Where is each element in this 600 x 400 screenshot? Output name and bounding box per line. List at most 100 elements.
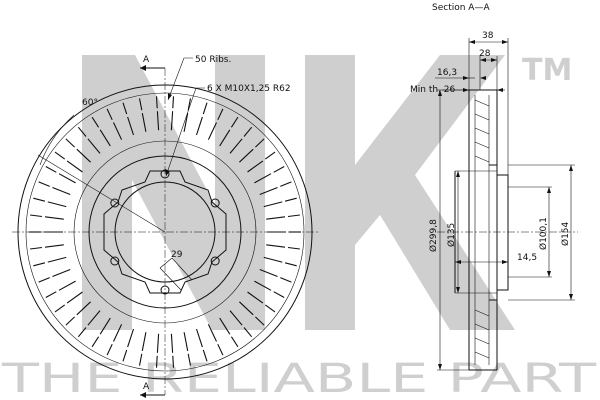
rib [44, 244, 64, 248]
angle-label: 60° [82, 98, 98, 108]
rib [30, 214, 43, 218]
rib [202, 102, 208, 115]
bolt-hole [210, 198, 220, 208]
dim-width-16: 16,3 [435, 68, 486, 80]
rib [239, 148, 254, 163]
watermark-trademark: TM [522, 53, 572, 88]
svg-text:Ø135: Ø135 [446, 223, 457, 247]
rib [217, 343, 224, 356]
rib [141, 332, 147, 352]
bolts-label: 6 X M10X1,25 R62 [207, 84, 291, 94]
rib [47, 201, 67, 208]
rib [76, 148, 91, 163]
rib [255, 316, 265, 326]
rib [284, 262, 297, 267]
rib [156, 333, 160, 353]
hub-profile [103, 170, 227, 294]
svg-text:Ø100,1: Ø100,1 [538, 217, 549, 250]
rib [106, 343, 113, 356]
dim-width-28: 28 [479, 49, 497, 62]
rib [219, 317, 231, 335]
hub-dimension-label: 29 [171, 250, 183, 260]
svg-text:Ø299,8: Ø299,8 [428, 219, 439, 252]
vent-channel [474, 309, 490, 317]
svg-text:Min th. 26: Min th. 26 [410, 85, 456, 95]
rib [58, 173, 76, 184]
rib [259, 268, 278, 278]
rib [187, 353, 192, 366]
rib [33, 262, 46, 267]
dim-overall-width: 38 [469, 31, 508, 44]
rib [122, 349, 128, 362]
rib [65, 316, 75, 326]
rib [77, 126, 87, 137]
rib [52, 186, 71, 196]
rib [33, 197, 46, 202]
rib [247, 291, 264, 304]
front-view: A A 60° 50 Ribs. 6 X M10X1,25 R62 [12, 55, 320, 398]
svg-text:Ø154: Ø154 [560, 221, 571, 246]
rib [187, 98, 192, 111]
rib [195, 328, 203, 348]
section-vent-channels [474, 99, 490, 359]
rib [247, 160, 264, 173]
rib [183, 332, 189, 352]
vent-channel [474, 127, 490, 135]
rib [287, 246, 300, 250]
rib [155, 96, 158, 109]
vent-channel [474, 351, 490, 359]
rib [266, 244, 286, 248]
rib [202, 349, 208, 362]
rib [65, 138, 75, 148]
rib [170, 111, 174, 131]
rib [54, 304, 66, 313]
rib [77, 327, 87, 338]
rib [87, 310, 101, 326]
section-view: Section A—A 38 [410, 3, 578, 371]
rib [99, 317, 111, 335]
rib [183, 112, 189, 132]
rib [76, 301, 91, 316]
rib [91, 116, 100, 128]
rib [66, 291, 83, 304]
rib [138, 98, 143, 111]
rib [254, 280, 272, 291]
rib [273, 291, 285, 298]
rib [207, 324, 217, 342]
rib [66, 160, 83, 173]
rib [217, 108, 224, 121]
rib [229, 138, 243, 154]
rib [207, 122, 217, 140]
watermark-tagline: THE RELIABLE PART [0, 356, 596, 400]
rib [99, 129, 111, 147]
section-hat-top [489, 164, 509, 301]
rib [54, 151, 66, 160]
vent-channel [474, 323, 490, 331]
rib [254, 173, 272, 184]
rib [91, 336, 100, 348]
bolt-hole [110, 256, 120, 266]
ribs-callout: 50 Ribs. [167, 55, 231, 101]
svg-text:28: 28 [479, 49, 491, 59]
rib [195, 116, 203, 136]
rib [230, 336, 239, 348]
rib [230, 116, 239, 128]
section-title: Section A—A [432, 3, 490, 13]
rib [243, 327, 253, 338]
dim-diameter-100: Ø100,1 [508, 186, 552, 278]
rib [113, 122, 123, 140]
rib [280, 181, 292, 187]
rib [52, 268, 71, 278]
rib [266, 216, 286, 220]
bolt-hole [210, 256, 220, 266]
vent-channel [474, 113, 490, 121]
svg-text:A: A [143, 382, 150, 392]
rib [255, 138, 265, 148]
bolt-hole [110, 198, 120, 208]
svg-text:A: A [143, 55, 150, 65]
rib [113, 324, 123, 342]
section-mark-bottom: A [140, 382, 165, 398]
svg-text:16,3: 16,3 [437, 68, 457, 78]
dim-diameter-outer: Ø299,8 [428, 89, 469, 371]
